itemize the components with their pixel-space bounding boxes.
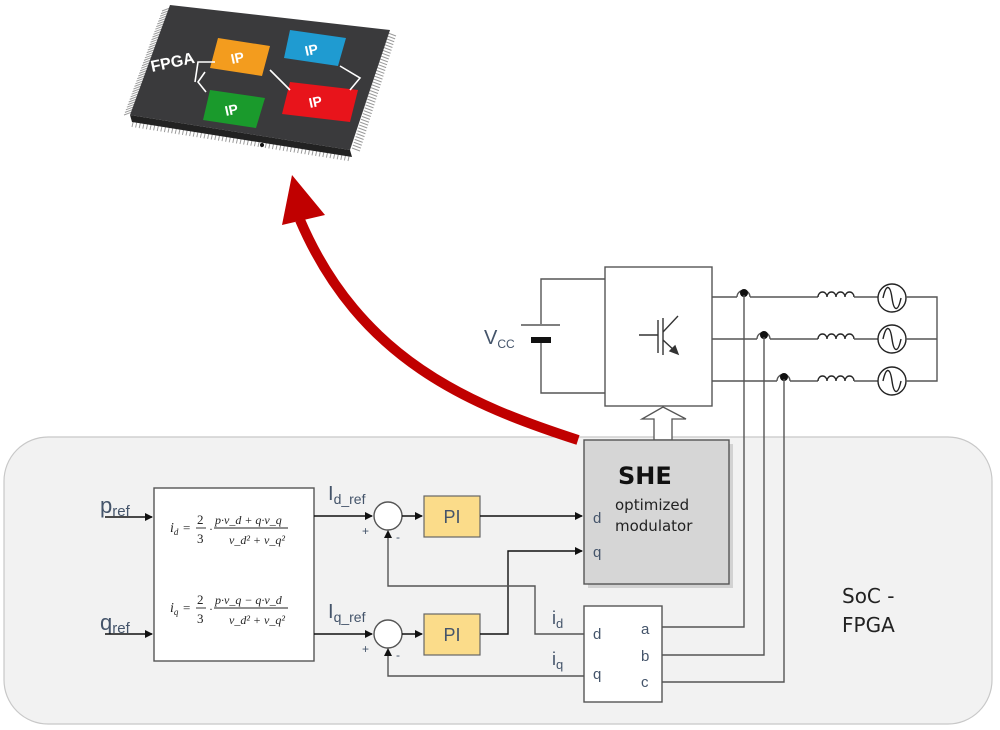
svg-text:IP: IP — [229, 49, 245, 67]
pi-controller-q — [423, 613, 481, 656]
ip-interconnect — [194, 61, 362, 93]
mapping-arrow — [282, 175, 580, 445]
control-diagram: pref qref id = 2 3 · p·v_d + q·v_q v_d² … — [100, 295, 895, 703]
q-ref-label: qref — [100, 610, 131, 637]
id-ref-label: Id_ref — [328, 483, 366, 507]
equation-id: id = 2 3 · p·v_d + q·v_q v_d² + v_q² — [170, 512, 288, 547]
svg-text:p·v_q − q·v_d: p·v_q − q·v_d — [214, 593, 283, 607]
svg-text:·: · — [209, 602, 213, 616]
svg-text:3: 3 — [197, 611, 204, 626]
ip-block-blue: IP — [284, 30, 346, 66]
svg-text:v_d² + v_q²: v_d² + v_q² — [229, 613, 285, 627]
ip-block-green: IP — [203, 90, 265, 128]
sum-junction-d — [373, 501, 403, 531]
svg-text:optimized: optimized — [615, 496, 689, 514]
svg-text:2: 2 — [197, 512, 204, 527]
svg-text:IP: IP — [307, 93, 323, 111]
she-modulator-block — [583, 439, 730, 585]
svg-text:3: 3 — [197, 531, 204, 546]
svg-text:q: q — [593, 544, 601, 561]
svg-text:c: c — [641, 674, 649, 691]
svg-text:=: = — [183, 600, 190, 615]
svg-text:q: q — [593, 666, 601, 683]
svg-text:+: + — [362, 524, 369, 538]
power-stage: VCC — [484, 266, 938, 441]
svg-text:v_d² + v_q²: v_d² + v_q² — [229, 533, 285, 547]
svg-text:modulator: modulator — [615, 517, 693, 535]
chip-pins — [123, 7, 397, 162]
vcc-label: VCC — [484, 327, 515, 351]
battery-icon — [531, 337, 551, 343]
svg-text:2: 2 — [197, 592, 204, 607]
soc-fpga-label-line2: FPGA — [842, 613, 895, 637]
svg-text:d: d — [593, 626, 601, 643]
svg-text:id: id — [170, 521, 179, 537]
svg-text:-: - — [396, 648, 400, 662]
svg-text:·: · — [209, 522, 213, 536]
svg-text:d: d — [593, 510, 601, 527]
svg-text:IP: IP — [303, 41, 319, 59]
svg-text:IP: IP — [223, 101, 239, 119]
soc-panel — [3, 436, 993, 725]
svg-text:a: a — [641, 621, 650, 638]
svg-text:+: + — [362, 642, 369, 656]
svg-text:PI: PI — [443, 507, 460, 527]
svg-text:p·v_d + q·v_q: p·v_d + q·v_q — [214, 513, 282, 527]
power-to-current-block — [153, 487, 315, 662]
svg-text:-: - — [396, 530, 400, 544]
iq-feedback-label: iq — [552, 649, 563, 672]
sum-junction-q — [373, 619, 403, 649]
svg-text:b: b — [641, 648, 649, 665]
ip-block-red: IP — [282, 82, 358, 122]
id-feedback-label: id — [552, 608, 563, 631]
soc-fpga-label-line1: SoC - — [842, 584, 894, 608]
inductor-icons — [817, 291, 855, 382]
svg-text:=: = — [183, 520, 190, 535]
gate-signal-arrow — [639, 406, 687, 441]
fpga-chip: FPGA IP IP IP IP — [123, 5, 397, 162]
igbt-icon — [639, 315, 680, 356]
svg-text:iq: iq — [170, 601, 179, 617]
p-ref-label: pref — [100, 493, 131, 520]
svg-text:PI: PI — [443, 625, 460, 645]
equation-iq: iq = 2 3 · p·v_q − q·v_d v_d² + v_q² — [170, 592, 288, 627]
iq-ref-label: Iq_ref — [328, 601, 366, 625]
abc-dq-transform-block — [583, 605, 663, 703]
svg-text:SHE: SHE — [618, 462, 672, 490]
ip-block-orange: IP — [210, 38, 270, 76]
ac-source-icons — [877, 283, 907, 396]
